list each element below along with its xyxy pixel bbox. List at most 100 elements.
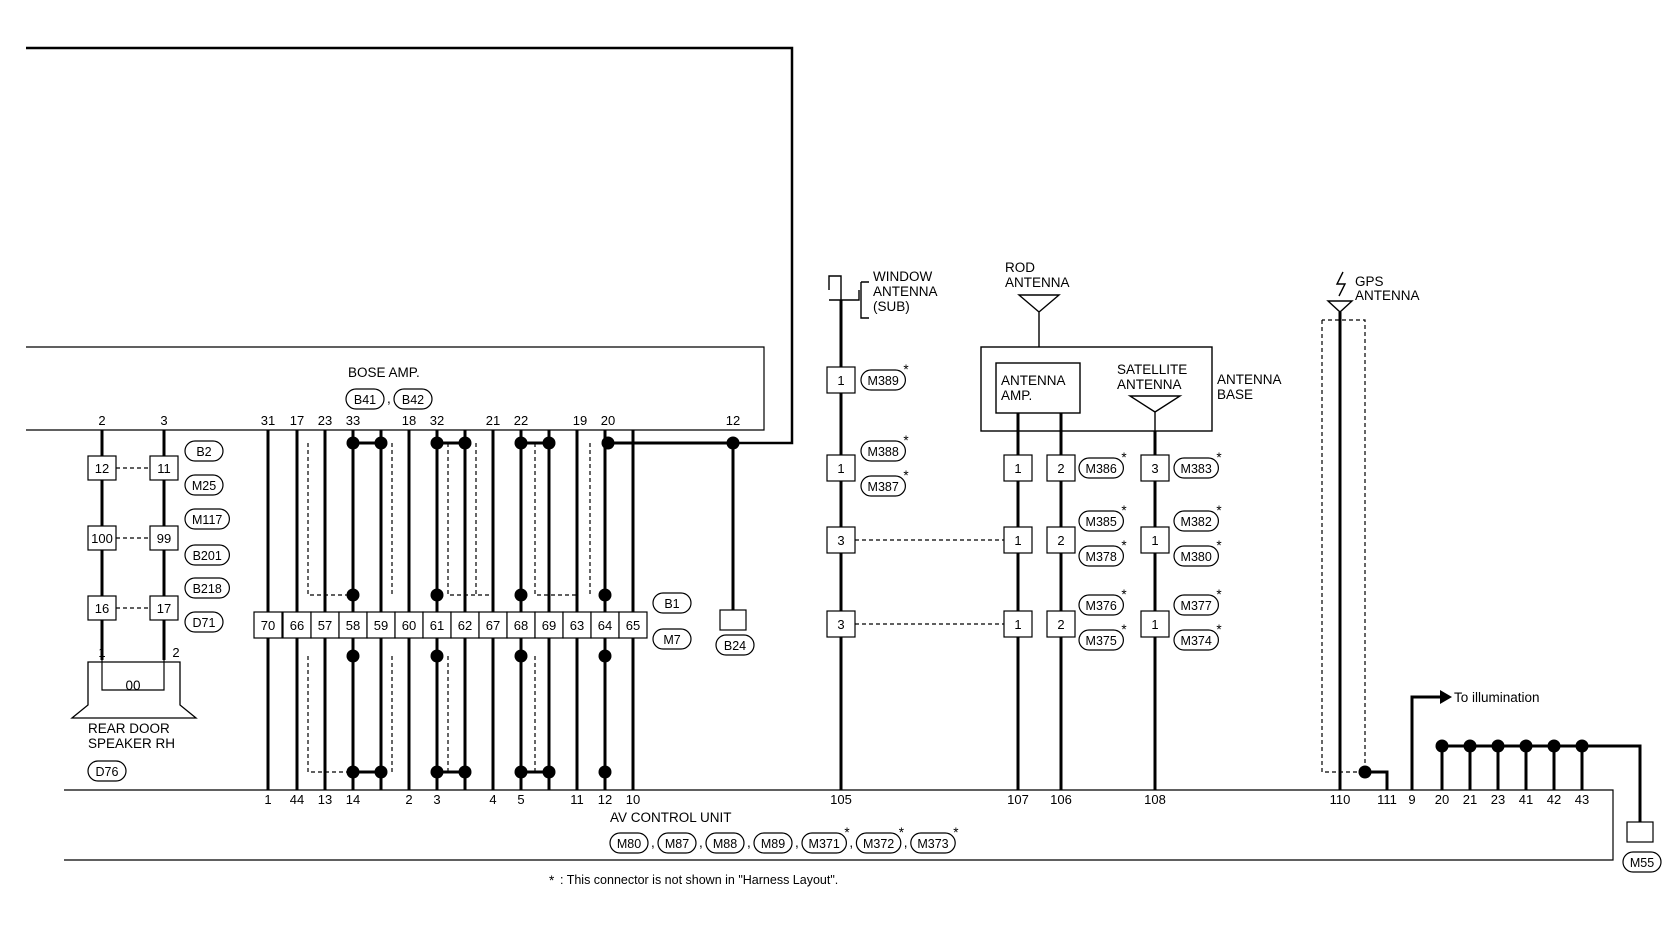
antenna-connector-label: M386 bbox=[1086, 462, 1117, 476]
inline-pin-box bbox=[310, 611, 340, 639]
separator: , bbox=[651, 835, 655, 850]
inline-pin-box-label: 70 bbox=[261, 618, 275, 633]
window-antenna-pin-box-label: 1 bbox=[837, 373, 844, 388]
inline-connector-m7 bbox=[652, 628, 692, 650]
amp-pin-number: 12 bbox=[726, 413, 740, 428]
speaker-junction-box-label: 100 bbox=[91, 531, 113, 546]
window-antenna-connector bbox=[860, 440, 907, 462]
separator: , bbox=[795, 835, 799, 850]
rod-antenna-label: ROD bbox=[1005, 260, 1035, 275]
antenna-pin-box bbox=[1003, 526, 1033, 554]
shield-dashed bbox=[447, 443, 493, 596]
ground-b24 bbox=[719, 609, 747, 631]
av-pin-number: 107 bbox=[1007, 792, 1029, 807]
amp-connector-b42 bbox=[393, 388, 433, 410]
window-antenna-label: ANTENNA bbox=[873, 284, 938, 299]
splice-dot bbox=[598, 649, 612, 663]
amp-pin-number: 17 bbox=[290, 413, 304, 428]
inline-pin-box bbox=[562, 611, 592, 639]
gps-shield bbox=[1321, 319, 1366, 773]
amp-connector-b41 bbox=[345, 388, 385, 410]
speaker-junction-box bbox=[149, 525, 179, 551]
antenna-pin-box-label: 3 bbox=[1151, 461, 1158, 476]
inline-pin-box-label: 68 bbox=[514, 618, 528, 633]
star-mark: * bbox=[953, 825, 959, 840]
speaker-connector-m117 bbox=[184, 508, 231, 530]
av-pin-number: 11 bbox=[570, 792, 584, 807]
window-antenna-bracket bbox=[860, 281, 869, 319]
satellite-antenna-label: SATELLITE bbox=[1117, 362, 1187, 377]
av-pin-number: 21 bbox=[1463, 792, 1477, 807]
ground-connector-m55-label: M55 bbox=[1630, 856, 1654, 870]
splice-dot bbox=[598, 588, 612, 602]
window-antenna-pin-box-label: 3 bbox=[837, 617, 844, 632]
splice-dot bbox=[542, 436, 556, 450]
star-mark: * bbox=[1216, 622, 1222, 637]
gps-bolt bbox=[1335, 271, 1347, 297]
amp-pin-number: 3 bbox=[160, 413, 167, 428]
antenna-connector bbox=[1173, 594, 1220, 616]
window-antenna-connector-label: M388 bbox=[868, 445, 899, 459]
speaker-junction-box bbox=[87, 595, 117, 621]
amp-pin-number: 23 bbox=[318, 413, 332, 428]
av-pin-number: 3 bbox=[433, 792, 440, 807]
av-pin-number: 110 bbox=[1330, 792, 1351, 807]
window-antenna-label: (SUB) bbox=[873, 299, 910, 314]
amp-pin-number: 22 bbox=[514, 413, 528, 428]
splice-dot bbox=[458, 765, 472, 779]
gps-antenna-label: ANTENNA bbox=[1355, 288, 1420, 303]
av-connector-m89 bbox=[753, 832, 793, 854]
av-connector-m372-label: M372 bbox=[863, 837, 894, 851]
antenna-connector bbox=[1173, 545, 1220, 567]
amp-pin-number: 18 bbox=[402, 413, 416, 428]
ground-connector-m55 bbox=[1622, 851, 1662, 873]
window-antenna-symbol bbox=[828, 275, 860, 301]
antenna-pin-box bbox=[1046, 454, 1076, 482]
antenna-pin-box-label: 1 bbox=[1014, 617, 1021, 632]
illumination-wire bbox=[1410, 695, 1440, 790]
shield-dashed bbox=[307, 443, 353, 596]
inline-pin-box-label: 60 bbox=[402, 618, 416, 633]
antenna-pin-box-label: 2 bbox=[1057, 617, 1064, 632]
av-pin-number: 9 bbox=[1408, 792, 1415, 807]
shield-dashed bbox=[534, 443, 577, 596]
splice-dot bbox=[726, 436, 740, 450]
av-connector-m88 bbox=[705, 832, 745, 854]
inline-connector-b1 bbox=[652, 592, 692, 614]
splice-dot bbox=[514, 436, 528, 450]
star-mark: * bbox=[903, 433, 909, 448]
av-connector-m373-label: M373 bbox=[917, 837, 948, 851]
antenna-connector bbox=[1173, 457, 1220, 479]
window-antenna-label: WINDOW bbox=[873, 269, 932, 284]
splice-dot bbox=[1575, 739, 1589, 753]
inline-pin-box-label: 64 bbox=[598, 618, 612, 633]
antenna-base-label: BASE bbox=[1217, 387, 1253, 402]
shapes bbox=[87, 346, 1662, 873]
inline-pin-box bbox=[338, 611, 368, 639]
speaker-pin: 1 bbox=[98, 645, 105, 660]
splice-dot bbox=[1491, 739, 1505, 753]
amp-pin-number: 31 bbox=[261, 413, 275, 428]
av-connector-m88-label: M88 bbox=[713, 837, 737, 851]
speaker-connector-d76 bbox=[87, 760, 127, 782]
splice-dot bbox=[1358, 765, 1372, 779]
antenna-pin-box bbox=[1046, 610, 1076, 638]
speaker-connector-d71-label: D71 bbox=[193, 616, 216, 630]
wires bbox=[70, 271, 1649, 840]
splice-dot bbox=[346, 436, 360, 450]
antenna-connector bbox=[1078, 629, 1125, 651]
amp-pin-number: 33 bbox=[346, 413, 360, 428]
window-antenna-pin-box bbox=[826, 454, 856, 482]
antenna-connector bbox=[1078, 594, 1125, 616]
av-pin-number: 43 bbox=[1575, 792, 1589, 807]
amp-pin-number: 19 bbox=[573, 413, 587, 428]
splice-dot bbox=[430, 436, 444, 450]
antenna-pin-box bbox=[1140, 454, 1170, 482]
antenna-pin-box-label: 1 bbox=[1151, 533, 1158, 548]
splice-dot bbox=[601, 436, 615, 450]
star-mark: * bbox=[903, 362, 909, 377]
antenna-pin-box-label: 1 bbox=[1014, 461, 1021, 476]
speaker-junction-box bbox=[87, 525, 117, 551]
